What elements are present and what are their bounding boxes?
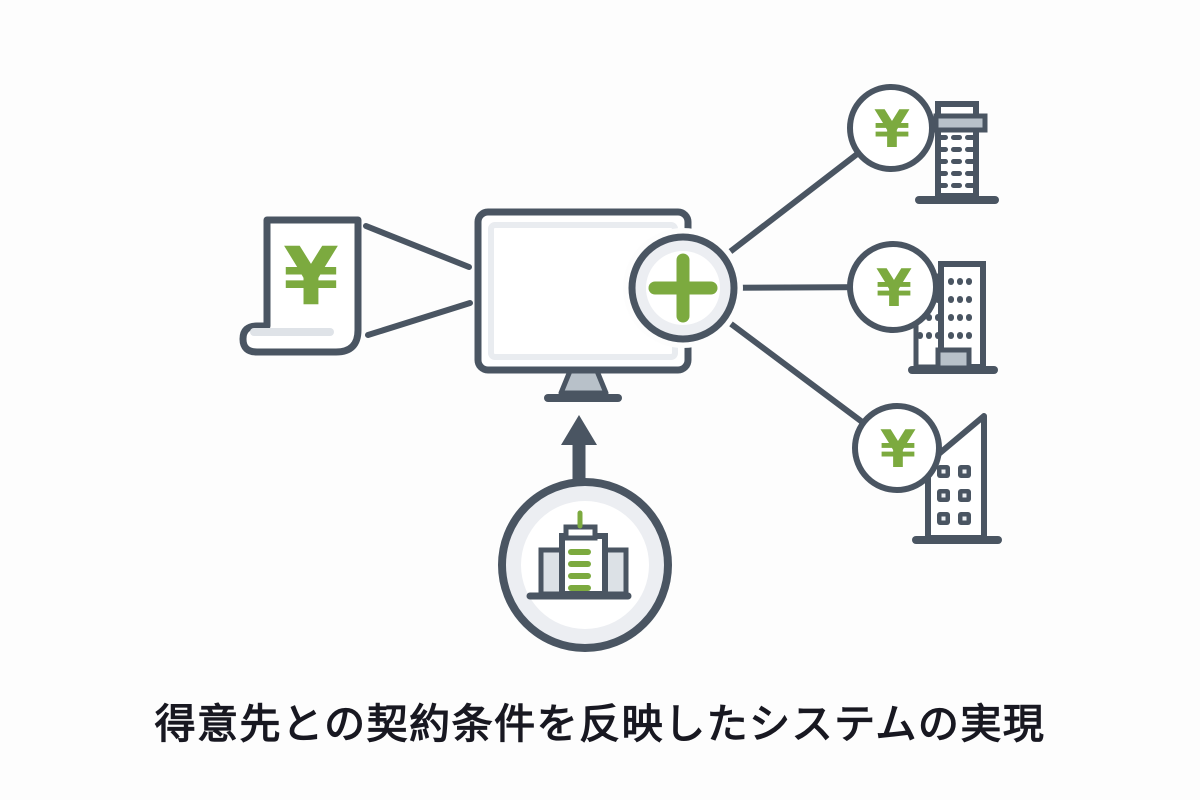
caption: 得意先との契約条件を反映したシステムの実現 — [154, 701, 1046, 747]
building-roof-cap — [563, 524, 598, 541]
building-windows — [937, 465, 971, 525]
monitor-stand — [558, 368, 609, 396]
customer-yen-circle-2: ¥ — [847, 241, 939, 333]
company-node — [498, 478, 672, 652]
customer-yen-circle-3: ¥ — [852, 403, 942, 493]
plus-badge — [623, 228, 743, 348]
building-door — [935, 347, 972, 371]
building-window-stripes — [568, 549, 591, 591]
building-roof-band — [933, 113, 988, 133]
customer-yen-circle-1: ¥ — [847, 84, 935, 172]
yen-symbol: ¥ — [880, 420, 916, 480]
yen-symbol: ¥ — [874, 100, 910, 160]
invoice-yen-symbol: ¥ — [283, 231, 339, 324]
customer-building-2 — [908, 261, 998, 374]
customer-building-1 — [915, 101, 999, 204]
upload-arrow-icon — [561, 415, 597, 481]
connector-invoice-to-monitor-top — [363, 223, 472, 270]
building-windows — [937, 135, 976, 188]
plus-icon — [648, 253, 718, 323]
customer-building-3 — [912, 413, 1002, 544]
receipt-roll-shading — [250, 328, 334, 336]
connector-invoice-to-monitor-bottom — [365, 300, 473, 338]
receipt-paper — [239, 216, 362, 356]
office-building-icon — [526, 510, 632, 600]
yen-symbol: ¥ — [876, 259, 912, 319]
yen-receipt-icon: ¥ — [239, 216, 362, 356]
